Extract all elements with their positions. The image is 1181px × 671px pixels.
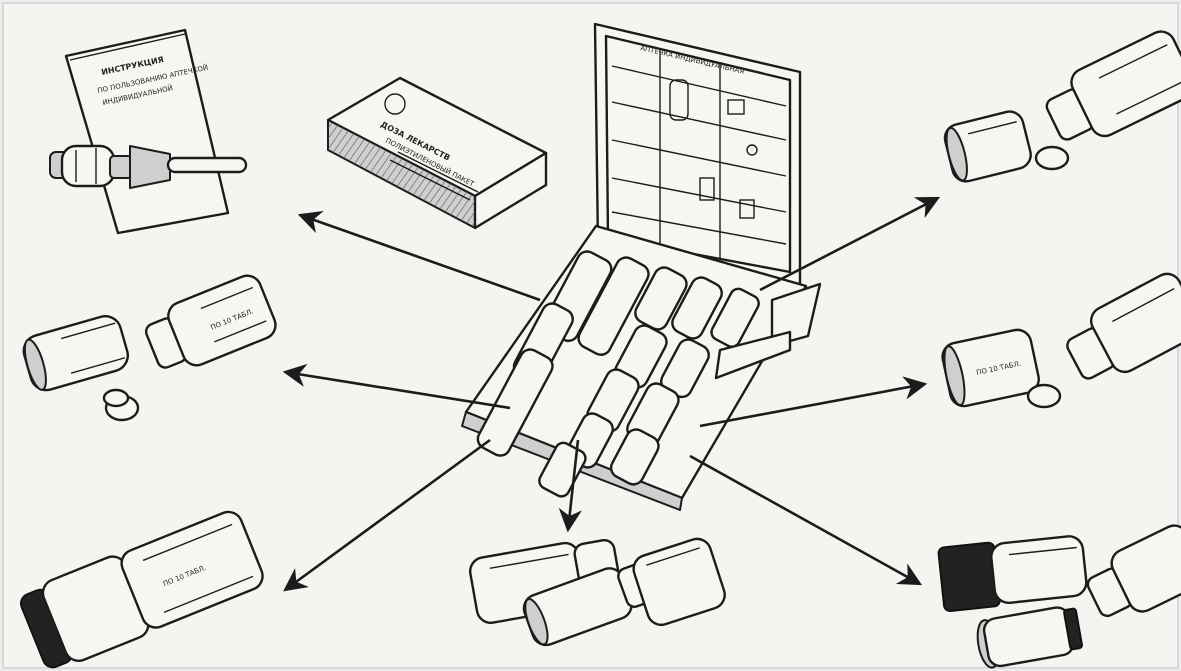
first-aid-kit-diagram: ИНСТРУКЦИЯ ПО ПОЛЬЗОВАНИЮ АПТЕЧКОЙ ИНДИВ… <box>0 0 1181 671</box>
